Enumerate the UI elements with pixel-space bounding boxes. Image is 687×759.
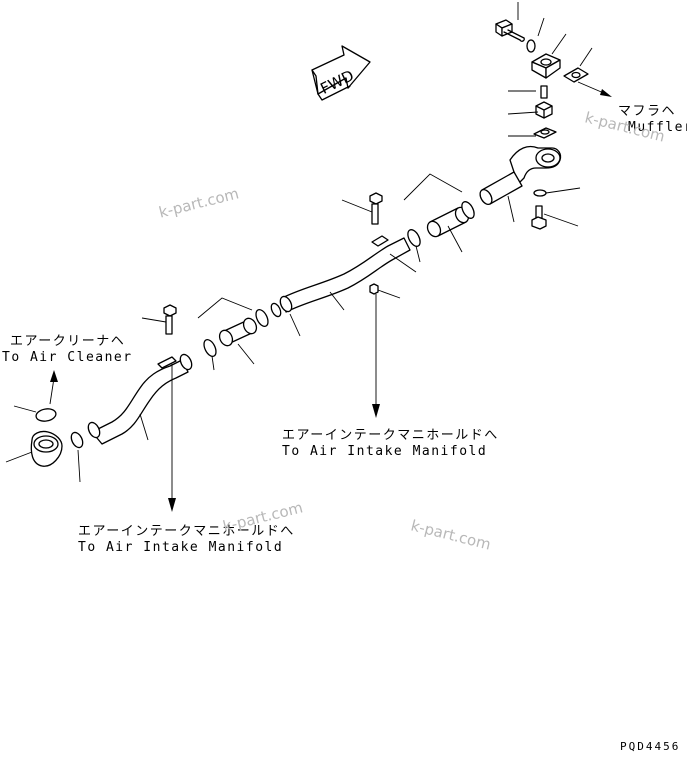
direction-arrows [49, 81, 612, 512]
fwd-arrow: FWD [311, 45, 371, 101]
muffler-label-jp: マフラヘ [618, 104, 677, 119]
air-cleaner-parts [30, 408, 63, 467]
intake-right-label-en: To Air Intake Manifold [282, 444, 488, 459]
muffler-flange-assembly [495, 19, 589, 230]
drawing-code: PQD4456 [620, 740, 681, 753]
leader-lines [5, 2, 593, 483]
middle-pipe [270, 192, 411, 318]
left-hose-section [163, 297, 269, 358]
air-cleaner-label-en: To Air Cleaner [2, 350, 133, 365]
intake-left-label-jp: エアーインテークマニホールドへ [78, 524, 295, 539]
right-hose-section [403, 171, 523, 247]
intake-left-label-en: To Air Intake Manifold [78, 540, 284, 555]
intake-right-label-jp: エアーインテークマニホールドへ [282, 428, 499, 443]
air-cleaner-label-jp: エアークリーナヘ [10, 334, 126, 349]
lower-left-pipe [70, 353, 193, 449]
muffler-label-en: Muffler [628, 120, 687, 135]
